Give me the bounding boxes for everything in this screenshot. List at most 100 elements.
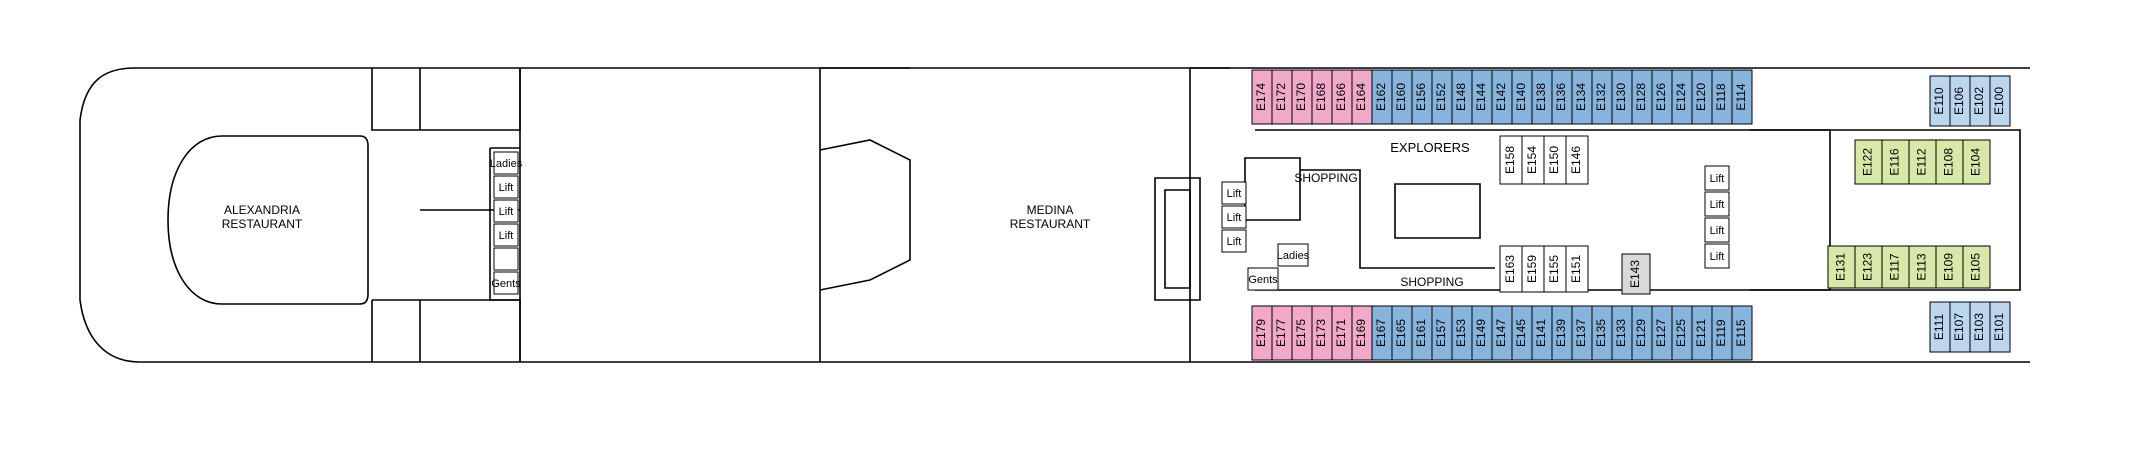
medina-title: MEDINA [1027, 203, 1074, 217]
cabin-green-top[interactable]: E108 [1935, 139, 1964, 185]
cabin-top-pink[interactable]: E164 [1351, 69, 1373, 125]
facility-box [1704, 217, 1730, 243]
cabin-top-blue[interactable]: E138 [1531, 69, 1553, 125]
cabin-bottom-lightblue[interactable]: E101 [1989, 301, 2011, 353]
cabin-inner-top[interactable]: E146 [1565, 135, 1589, 185]
cabin-bottom-blue[interactable]: E137 [1571, 305, 1593, 361]
cabin-top-blue[interactable]: E160 [1391, 69, 1413, 125]
cabin-top-blue[interactable]: E144 [1471, 69, 1493, 125]
cabin-top-lightblue[interactable]: E110 [1929, 75, 1951, 127]
cabin-bottom-blue[interactable]: E147 [1491, 305, 1513, 361]
cabin-inner-top[interactable]: E150 [1543, 135, 1567, 185]
cabin-bottom-pink[interactable]: E177 [1271, 305, 1293, 361]
cabin-top-pink[interactable]: E168 [1311, 69, 1333, 125]
cabin-bottom-blue[interactable]: E139 [1551, 305, 1573, 361]
cabin-top-blue[interactable]: E162 [1371, 69, 1393, 125]
cabin-number: E117 [1888, 253, 1902, 280]
cabin-top-blue[interactable]: E114 [1731, 69, 1753, 125]
cabin-top-pink[interactable]: E174 [1251, 69, 1273, 125]
cabin-inner-bottom[interactable]: E163 [1499, 245, 1523, 293]
cabin-bottom-pink[interactable]: E171 [1331, 305, 1353, 361]
cabin-bottom-pink[interactable]: E169 [1351, 305, 1373, 361]
cabin-top-blue[interactable]: E134 [1571, 69, 1593, 125]
fwd-facility: Lift [493, 223, 519, 247]
fwd-facility [493, 247, 519, 271]
cabin-bottom-blue[interactable]: E153 [1451, 305, 1473, 361]
cabin-bottom-blue[interactable]: E133 [1611, 305, 1633, 361]
cabin-box [1989, 75, 2011, 127]
cabin-top-lightblue[interactable]: E106 [1949, 75, 1971, 127]
cabin-green-bottom[interactable]: E105 [1962, 245, 1991, 289]
cabin-inner-bottom[interactable]: E151 [1565, 245, 1589, 293]
cabin-inner-top[interactable]: E158 [1499, 135, 1523, 185]
cabin-number: E104 [1969, 148, 1983, 176]
cabin-top-lightblue[interactable]: E102 [1969, 75, 1991, 127]
cabin-top-blue[interactable]: E124 [1671, 69, 1693, 125]
cabin-green-bottom[interactable]: E131 [1827, 245, 1856, 289]
cabin-bottom-pink[interactable]: E175 [1291, 305, 1313, 361]
cabin-top-blue[interactable]: E128 [1631, 69, 1653, 125]
cabin-top-blue[interactable]: E118 [1711, 69, 1733, 125]
cabin-top-blue[interactable]: E156 [1411, 69, 1433, 125]
cabin-green-bottom[interactable]: E123 [1854, 245, 1883, 289]
cabin-green-bottom[interactable]: E113 [1908, 245, 1937, 289]
cabin-top-blue[interactable]: E142 [1491, 69, 1513, 125]
cabin-top-blue[interactable]: E130 [1611, 69, 1633, 125]
facility-label: Lift [499, 182, 514, 194]
cabin-bottom-blue[interactable]: E161 [1411, 305, 1433, 361]
cabin-box [1731, 69, 1753, 125]
cabin-number: E139 [1554, 319, 1568, 347]
cabin-number: E129 [1634, 319, 1648, 347]
cabin-number: E179 [1254, 319, 1268, 347]
cabin-top-pink[interactable]: E172 [1271, 69, 1293, 125]
cabin-number: E167 [1374, 319, 1388, 347]
cabin-bottom-blue[interactable]: E119 [1711, 305, 1733, 361]
cabin-top-pink[interactable]: E170 [1291, 69, 1313, 125]
cabin-bottom-blue[interactable]: E165 [1391, 305, 1413, 361]
cabin-bottom-pink[interactable]: E173 [1311, 305, 1333, 361]
cabin-number: E124 [1674, 83, 1688, 111]
cabin-green-bottom[interactable]: E117 [1881, 245, 1910, 289]
cabin-green-bottom[interactable]: E109 [1935, 245, 1964, 289]
cabin-green-top[interactable]: E112 [1908, 139, 1937, 185]
cabin-bottom-blue[interactable]: E167 [1371, 305, 1393, 361]
cabin-bottom-blue[interactable]: E125 [1671, 305, 1693, 361]
cabin-inner-bottom[interactable]: E155 [1543, 245, 1567, 293]
cabin-number: E168 [1314, 83, 1328, 111]
cabin-number: E132 [1594, 83, 1608, 111]
cabin-bottom-lightblue[interactable]: E111 [1929, 301, 1951, 353]
cabin-top-blue[interactable]: E126 [1651, 69, 1673, 125]
cabin-bottom-blue[interactable]: E135 [1591, 305, 1613, 361]
cabin-top-blue[interactable]: E148 [1451, 69, 1473, 125]
medina-subtitle: RESTAURANT [1010, 217, 1091, 231]
cabin-bottom-lightblue[interactable]: E103 [1969, 301, 1991, 353]
aft-lift: Lift [1704, 165, 1730, 191]
cabin-inner-top[interactable]: E154 [1521, 135, 1545, 185]
cabin-number: E133 [1614, 319, 1628, 347]
cabin-bottom-blue[interactable]: E157 [1431, 305, 1453, 361]
cabin-top-lightblue[interactable]: E100 [1989, 75, 2011, 127]
cabin-bottom-blue[interactable]: E141 [1531, 305, 1553, 361]
cabin-inner-bottom[interactable]: E159 [1521, 245, 1545, 293]
cabin-bottom-lightblue[interactable]: E107 [1949, 301, 1971, 353]
mid-lift: Lift [1221, 229, 1247, 253]
cabin-bottom-blue[interactable]: E121 [1691, 305, 1713, 361]
cabin-bottom-blue[interactable]: E115 [1731, 305, 1753, 361]
cabin-top-blue[interactable]: E136 [1551, 69, 1573, 125]
cabin-top-pink[interactable]: E166 [1331, 69, 1353, 125]
cabin-green-top[interactable]: E116 [1881, 139, 1910, 185]
cabin-number: E114 [1734, 83, 1748, 110]
cabin-inner-grey[interactable]: E143 [1621, 253, 1651, 295]
cabin-bottom-pink[interactable]: E179 [1251, 305, 1273, 361]
cabin-green-top[interactable]: E122 [1854, 139, 1883, 185]
cabin-top-blue[interactable]: E140 [1511, 69, 1533, 125]
cabin-green-top[interactable]: E104 [1962, 139, 1991, 185]
cabin-bottom-blue[interactable]: E127 [1651, 305, 1673, 361]
cabin-top-blue[interactable]: E120 [1691, 69, 1713, 125]
cabin-bottom-blue[interactable]: E145 [1511, 305, 1533, 361]
cabin-bottom-blue[interactable]: E129 [1631, 305, 1653, 361]
cabin-number: E175 [1294, 319, 1308, 347]
cabin-bottom-blue[interactable]: E149 [1471, 305, 1493, 361]
cabin-top-blue[interactable]: E152 [1431, 69, 1453, 125]
cabin-top-blue[interactable]: E132 [1591, 69, 1613, 125]
